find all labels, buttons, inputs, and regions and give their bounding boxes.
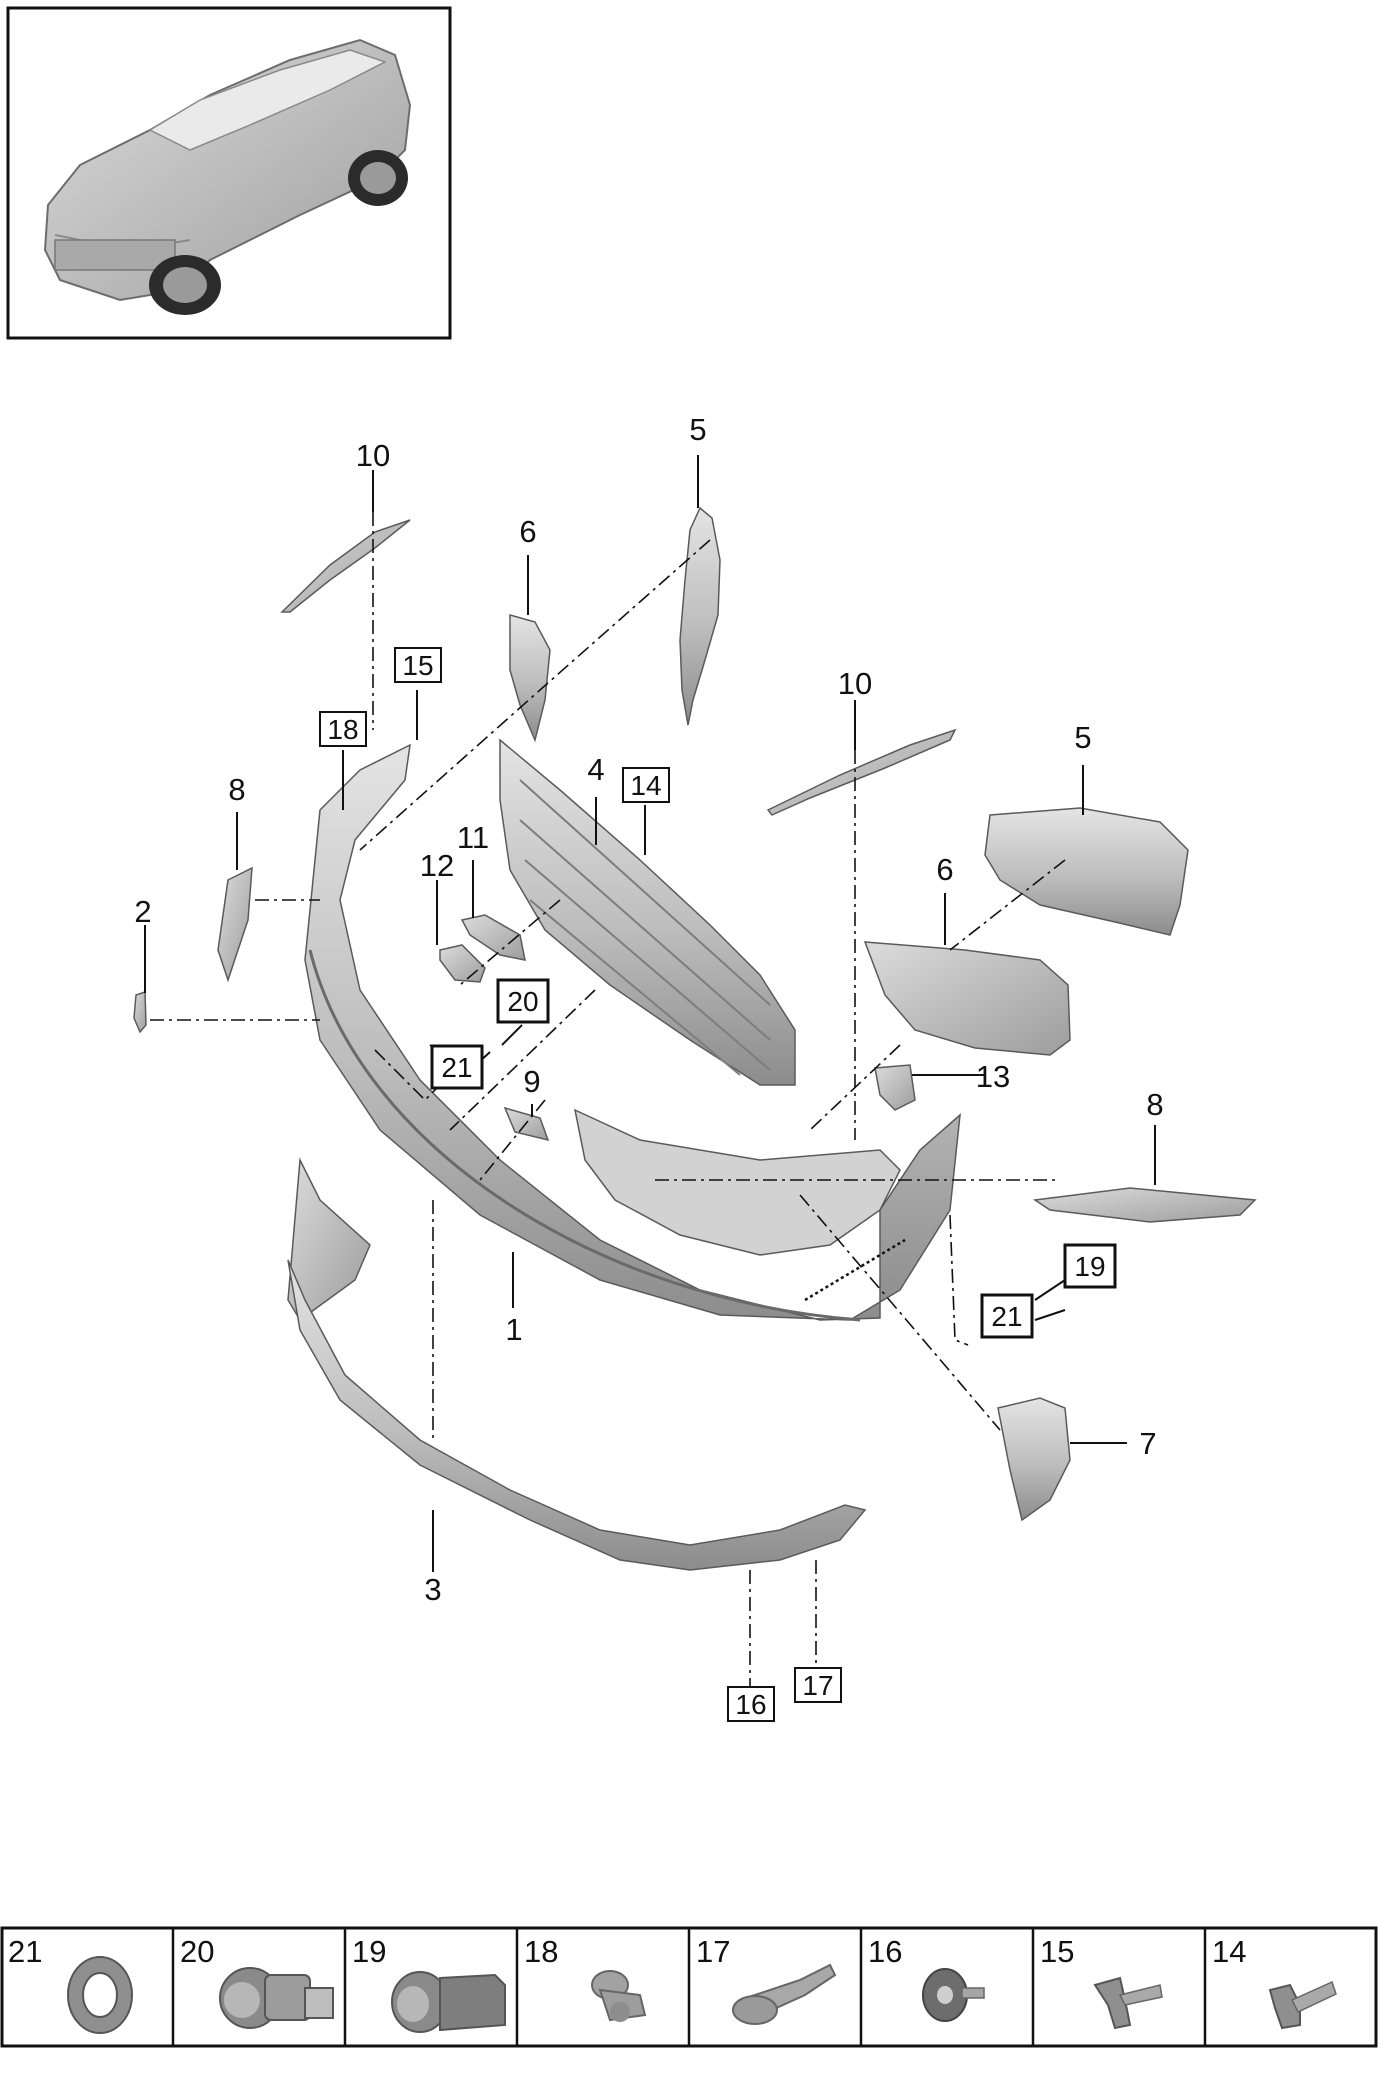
legend-number-21: 21 <box>8 1934 42 1969</box>
callout-labels: 1 2 3 4 5 5 6 6 7 8 8 9 10 10 11 12 13 <box>134 412 1163 1607</box>
callout-10-upper: 10 <box>356 438 390 473</box>
legend-number-15: 15 <box>1040 1934 1074 1969</box>
callout-9: 9 <box>523 1064 540 1099</box>
boxed-callout-21-right: 21 <box>991 1301 1022 1332</box>
callout-1: 1 <box>505 1312 522 1347</box>
callout-11: 11 <box>457 820 489 855</box>
legend-number-16: 16 <box>868 1934 902 1969</box>
callout-8-right: 8 <box>1146 1087 1163 1122</box>
flange-screw-icon <box>1093 1976 1163 2030</box>
legend-number-18: 18 <box>524 1934 558 1969</box>
boxed-callout-16: 16 <box>735 1689 766 1720</box>
legend-number-19: 19 <box>352 1934 386 1969</box>
legend-number-20: 20 <box>180 1934 214 1969</box>
callout-10-right: 10 <box>838 666 872 701</box>
callout-6-right: 6 <box>936 852 953 887</box>
lock-nut-icon <box>67 1956 133 2034</box>
boxed-callout-17: 17 <box>802 1670 833 1701</box>
callout-5-upper: 5 <box>689 412 706 447</box>
vehicle-thumbnail <box>6 6 452 340</box>
boxed-callout-20: 20 <box>507 986 538 1017</box>
callout-4: 4 <box>587 752 604 787</box>
boxed-callout-14: 14 <box>630 770 661 801</box>
callout-7: 7 <box>1139 1426 1156 1461</box>
hardware-legend: 21 20 19 18 17 16 15 14 <box>0 1926 1378 2048</box>
callout-3: 3 <box>424 1572 441 1607</box>
boxed-callout-15: 15 <box>402 650 433 681</box>
callout-12: 12 <box>420 848 454 883</box>
legend-number-17: 17 <box>696 1934 730 1969</box>
callout-2: 2 <box>134 894 151 929</box>
boxed-callout-21-left: 21 <box>441 1052 472 1083</box>
expanding-rivet-icon <box>591 1970 647 2022</box>
boxed-callout-19: 19 <box>1074 1251 1105 1282</box>
callout-5-right: 5 <box>1074 720 1091 755</box>
leader-lines <box>144 455 1156 1572</box>
callout-13: 13 <box>976 1059 1010 1094</box>
callout-6-upper: 6 <box>519 514 536 549</box>
flange-screw-icon <box>1268 1980 1337 2030</box>
washer-screw-icon <box>922 1968 985 2022</box>
boxed-callout-18: 18 <box>327 714 358 745</box>
park-sensor-icon <box>219 1967 334 2029</box>
callout-8-left: 8 <box>228 772 245 807</box>
park-sensor-icon <box>391 1971 506 2033</box>
push-clip-icon <box>732 1963 837 2025</box>
boxed-callouts: 14 15 16 17 18 19 20 21 21 <box>319 647 1117 1722</box>
legend-number-14: 14 <box>1212 1934 1246 1969</box>
